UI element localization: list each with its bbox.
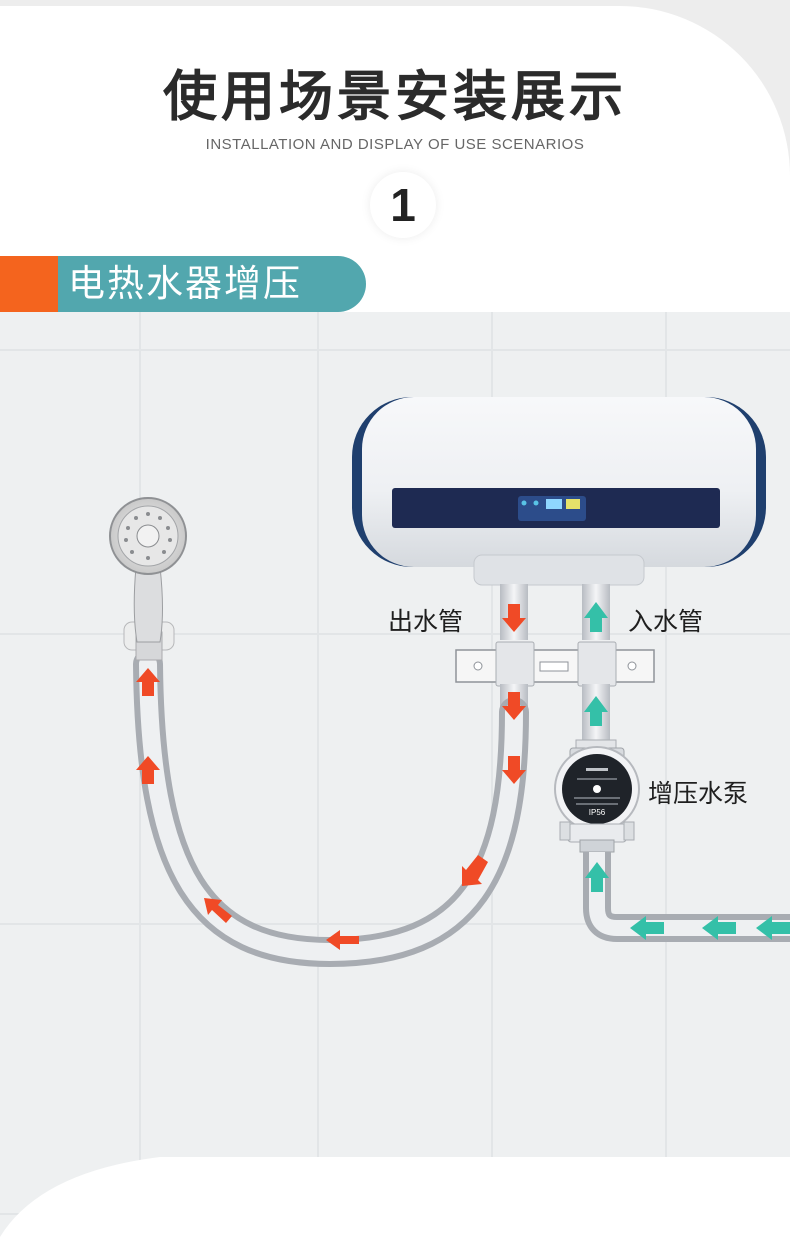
flow-arrow-icon (584, 696, 608, 726)
outlet-pipe-label: 出水管 (388, 607, 464, 636)
booster-pump-label: 增压水泵 (648, 779, 749, 808)
flow-arrow-icon (326, 930, 359, 950)
banner-accent (0, 256, 58, 312)
water-heater-icon (352, 397, 766, 586)
installation-scene: IP56 (0, 312, 790, 1237)
page-subtitle: INSTALLATION AND DISPLAY OF USE SCENARIO… (205, 136, 585, 153)
flow-arrow-icon (756, 916, 790, 940)
mounting-bracket (455, 641, 655, 687)
section-banner: 电热水器增压 (58, 256, 366, 312)
flow-arrow-icon (136, 668, 160, 696)
flow-arrow-icon (702, 916, 736, 940)
shower-head-icon (109, 497, 187, 661)
flow-arrow-icon (502, 604, 526, 632)
flow-arrow-icon (462, 855, 488, 886)
flow-arrow-icon (502, 692, 526, 720)
scene-illustration: IP56 (0, 312, 790, 1237)
footer-card (0, 1157, 790, 1237)
feed-pipe-highlight (589, 852, 790, 936)
flow-arrow-icon (136, 756, 160, 784)
pump-badge: IP56 (589, 808, 606, 817)
shower-hose-highlight (139, 655, 523, 962)
flow-arrow-icon (502, 756, 526, 784)
flow-arrow-icon (204, 898, 232, 923)
flow-arrow-icon (630, 916, 664, 940)
hot-flow-arrows (136, 604, 526, 950)
flow-arrow-icon (584, 602, 608, 632)
inlet-pipe-label: 入水管 (628, 607, 704, 636)
step-number-badge: 1 (370, 172, 436, 238)
flow-arrow-icon (585, 862, 609, 892)
cold-flow-arrows (584, 602, 790, 940)
page-title: 使用场景安装展示 (163, 65, 627, 128)
booster-pump-icon: IP56 (554, 739, 640, 853)
